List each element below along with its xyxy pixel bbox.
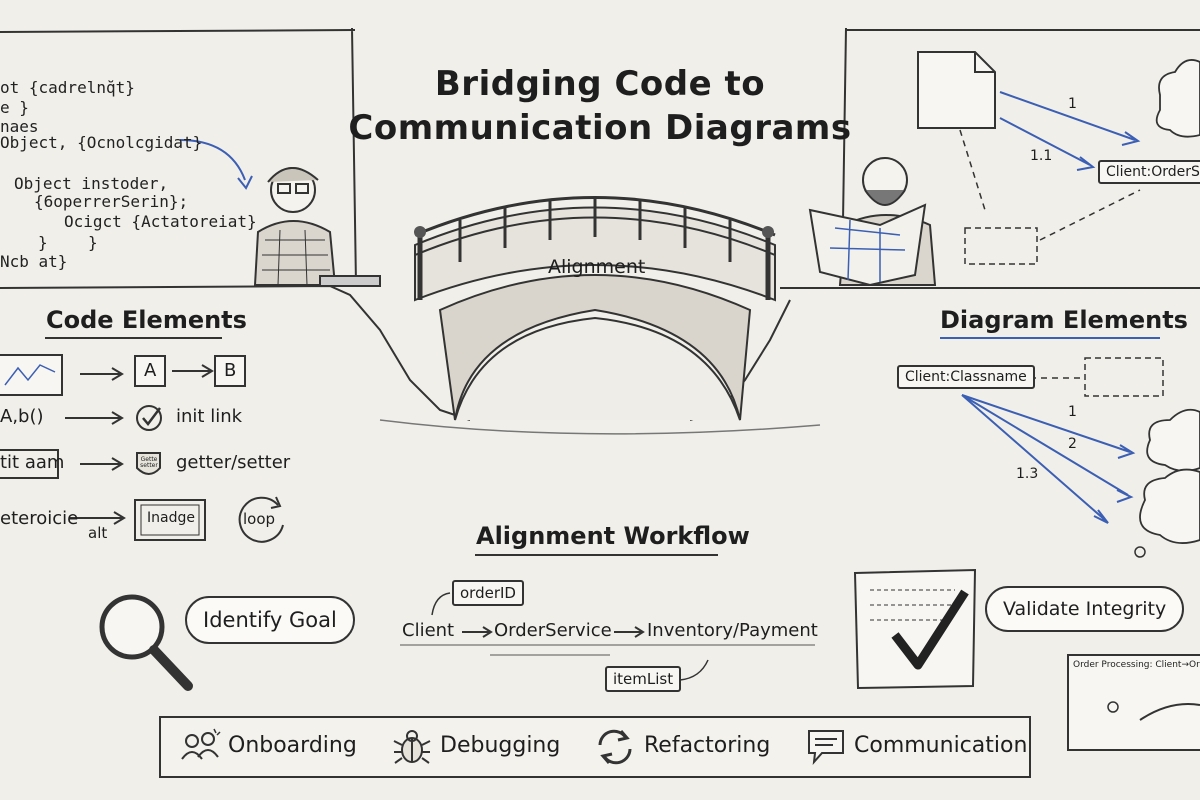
refresh-icon bbox=[598, 729, 632, 765]
developer-figure bbox=[253, 167, 381, 287]
checklist-icon bbox=[853, 568, 977, 690]
validate-integrity-bubble: Validate Integrity bbox=[985, 586, 1185, 632]
item-list-box: itemList bbox=[605, 666, 682, 692]
order-id-box: orderID bbox=[452, 580, 524, 606]
code-line: Ncb at} bbox=[0, 252, 68, 271]
object-box: Client:OrderSer bbox=[1098, 160, 1200, 184]
refactoring-label: Refactoring bbox=[644, 733, 771, 758]
page-title: Bridging Code to Communication Diagrams bbox=[340, 62, 860, 150]
class-b-label: B bbox=[224, 360, 237, 381]
getter-setter-label: getter/setter bbox=[176, 452, 291, 473]
workflow-client: Client bbox=[402, 620, 455, 641]
field-label: tit aam bbox=[0, 452, 65, 473]
diagram-elements-heading: Diagram Elements bbox=[940, 306, 1188, 334]
code-line: } bbox=[88, 233, 98, 252]
magnifier-icon bbox=[99, 594, 193, 691]
bridge-label: Alignment bbox=[548, 256, 646, 278]
debugging-label: Debugging bbox=[440, 733, 561, 758]
message-number: 1 bbox=[1068, 404, 1077, 420]
message-number: 1 bbox=[1068, 96, 1077, 112]
iterator-label: eteroicie bbox=[0, 508, 79, 529]
code-line: naes bbox=[0, 117, 39, 136]
workflow-heading: Alignment Workflow bbox=[476, 522, 750, 550]
code-line: Object, {Ocnolcgidat} bbox=[0, 133, 203, 152]
message-number: 2 bbox=[1068, 436, 1077, 452]
method-label: A,b() bbox=[0, 406, 44, 427]
fragment-label: Inadge bbox=[147, 510, 195, 526]
init-link-label: init link bbox=[176, 406, 243, 427]
code-line: ot {cadrelnq̆t} bbox=[0, 78, 135, 97]
code-line: e } bbox=[0, 98, 29, 117]
alt-label: alt bbox=[88, 524, 108, 542]
object-box: Client:Classname bbox=[897, 365, 1035, 389]
message-number: 1.3 bbox=[1016, 466, 1039, 482]
people-icon bbox=[181, 728, 221, 760]
identify-goal-bubble: Identify Goal bbox=[185, 596, 355, 644]
bridge-illustration bbox=[414, 196, 776, 421]
communication-label: Communication bbox=[854, 733, 1028, 758]
workflow-order-service: OrderService bbox=[494, 620, 612, 641]
onboarding-label: Onboarding bbox=[228, 733, 357, 758]
class-a-label: A bbox=[144, 360, 157, 381]
architect-figure bbox=[808, 157, 937, 287]
code-elements-heading: Code Elements bbox=[46, 306, 247, 334]
code-line: Ocigct {Actatoreiat} bbox=[64, 212, 257, 231]
title-line-2: Communication Diagrams bbox=[348, 108, 852, 148]
message-number: 1.1 bbox=[1030, 148, 1053, 164]
shield-icon-text: Gette setter bbox=[140, 456, 158, 469]
title-line-1: Bridging Code to bbox=[434, 64, 766, 104]
chat-icon bbox=[808, 730, 844, 766]
thumbnail-caption: Order Processing: Client→OrderServic bbox=[1073, 660, 1200, 670]
code-line: Object instoder, bbox=[14, 174, 169, 193]
bug-icon bbox=[393, 730, 431, 764]
workflow-inventory-payment: Inventory/Payment bbox=[647, 620, 818, 641]
loop-label: loop bbox=[243, 510, 276, 528]
code-line: {6operrerSerin}; bbox=[34, 192, 189, 211]
code-line: } bbox=[38, 233, 48, 252]
